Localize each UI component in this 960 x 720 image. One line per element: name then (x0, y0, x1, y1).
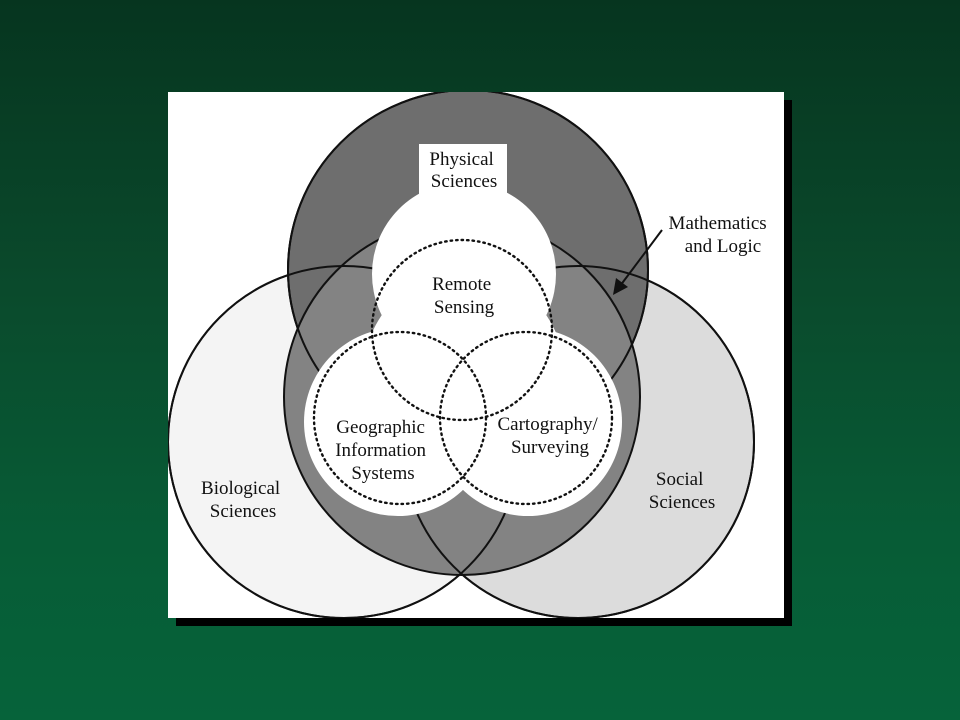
inner-halo (304, 182, 622, 516)
remote-sensing-circle (370, 238, 554, 422)
mathematics-logic-label: Mathematics and Logic (669, 213, 772, 257)
venn-diagram: Physical Sciences Mathematics and Logic … (168, 92, 772, 618)
gis-label: Geographic Information Systems (335, 417, 431, 484)
remote-sensing-label: Remote Sensing (432, 274, 496, 318)
cartography-label: Cartography/ Surveying (497, 414, 602, 458)
gis-circle (312, 330, 488, 506)
physical-sciences-label: Physical Sciences (429, 149, 498, 192)
physical-sciences-label-box (419, 144, 507, 194)
diagram-panel: Physical Sciences Mathematics and Logic … (168, 92, 784, 618)
arrow-icon (613, 229, 663, 295)
biological-sciences-label: Biological Sciences (201, 478, 285, 522)
social-sciences-label: Social Sciences (649, 469, 715, 513)
cartography-circle (438, 330, 614, 506)
